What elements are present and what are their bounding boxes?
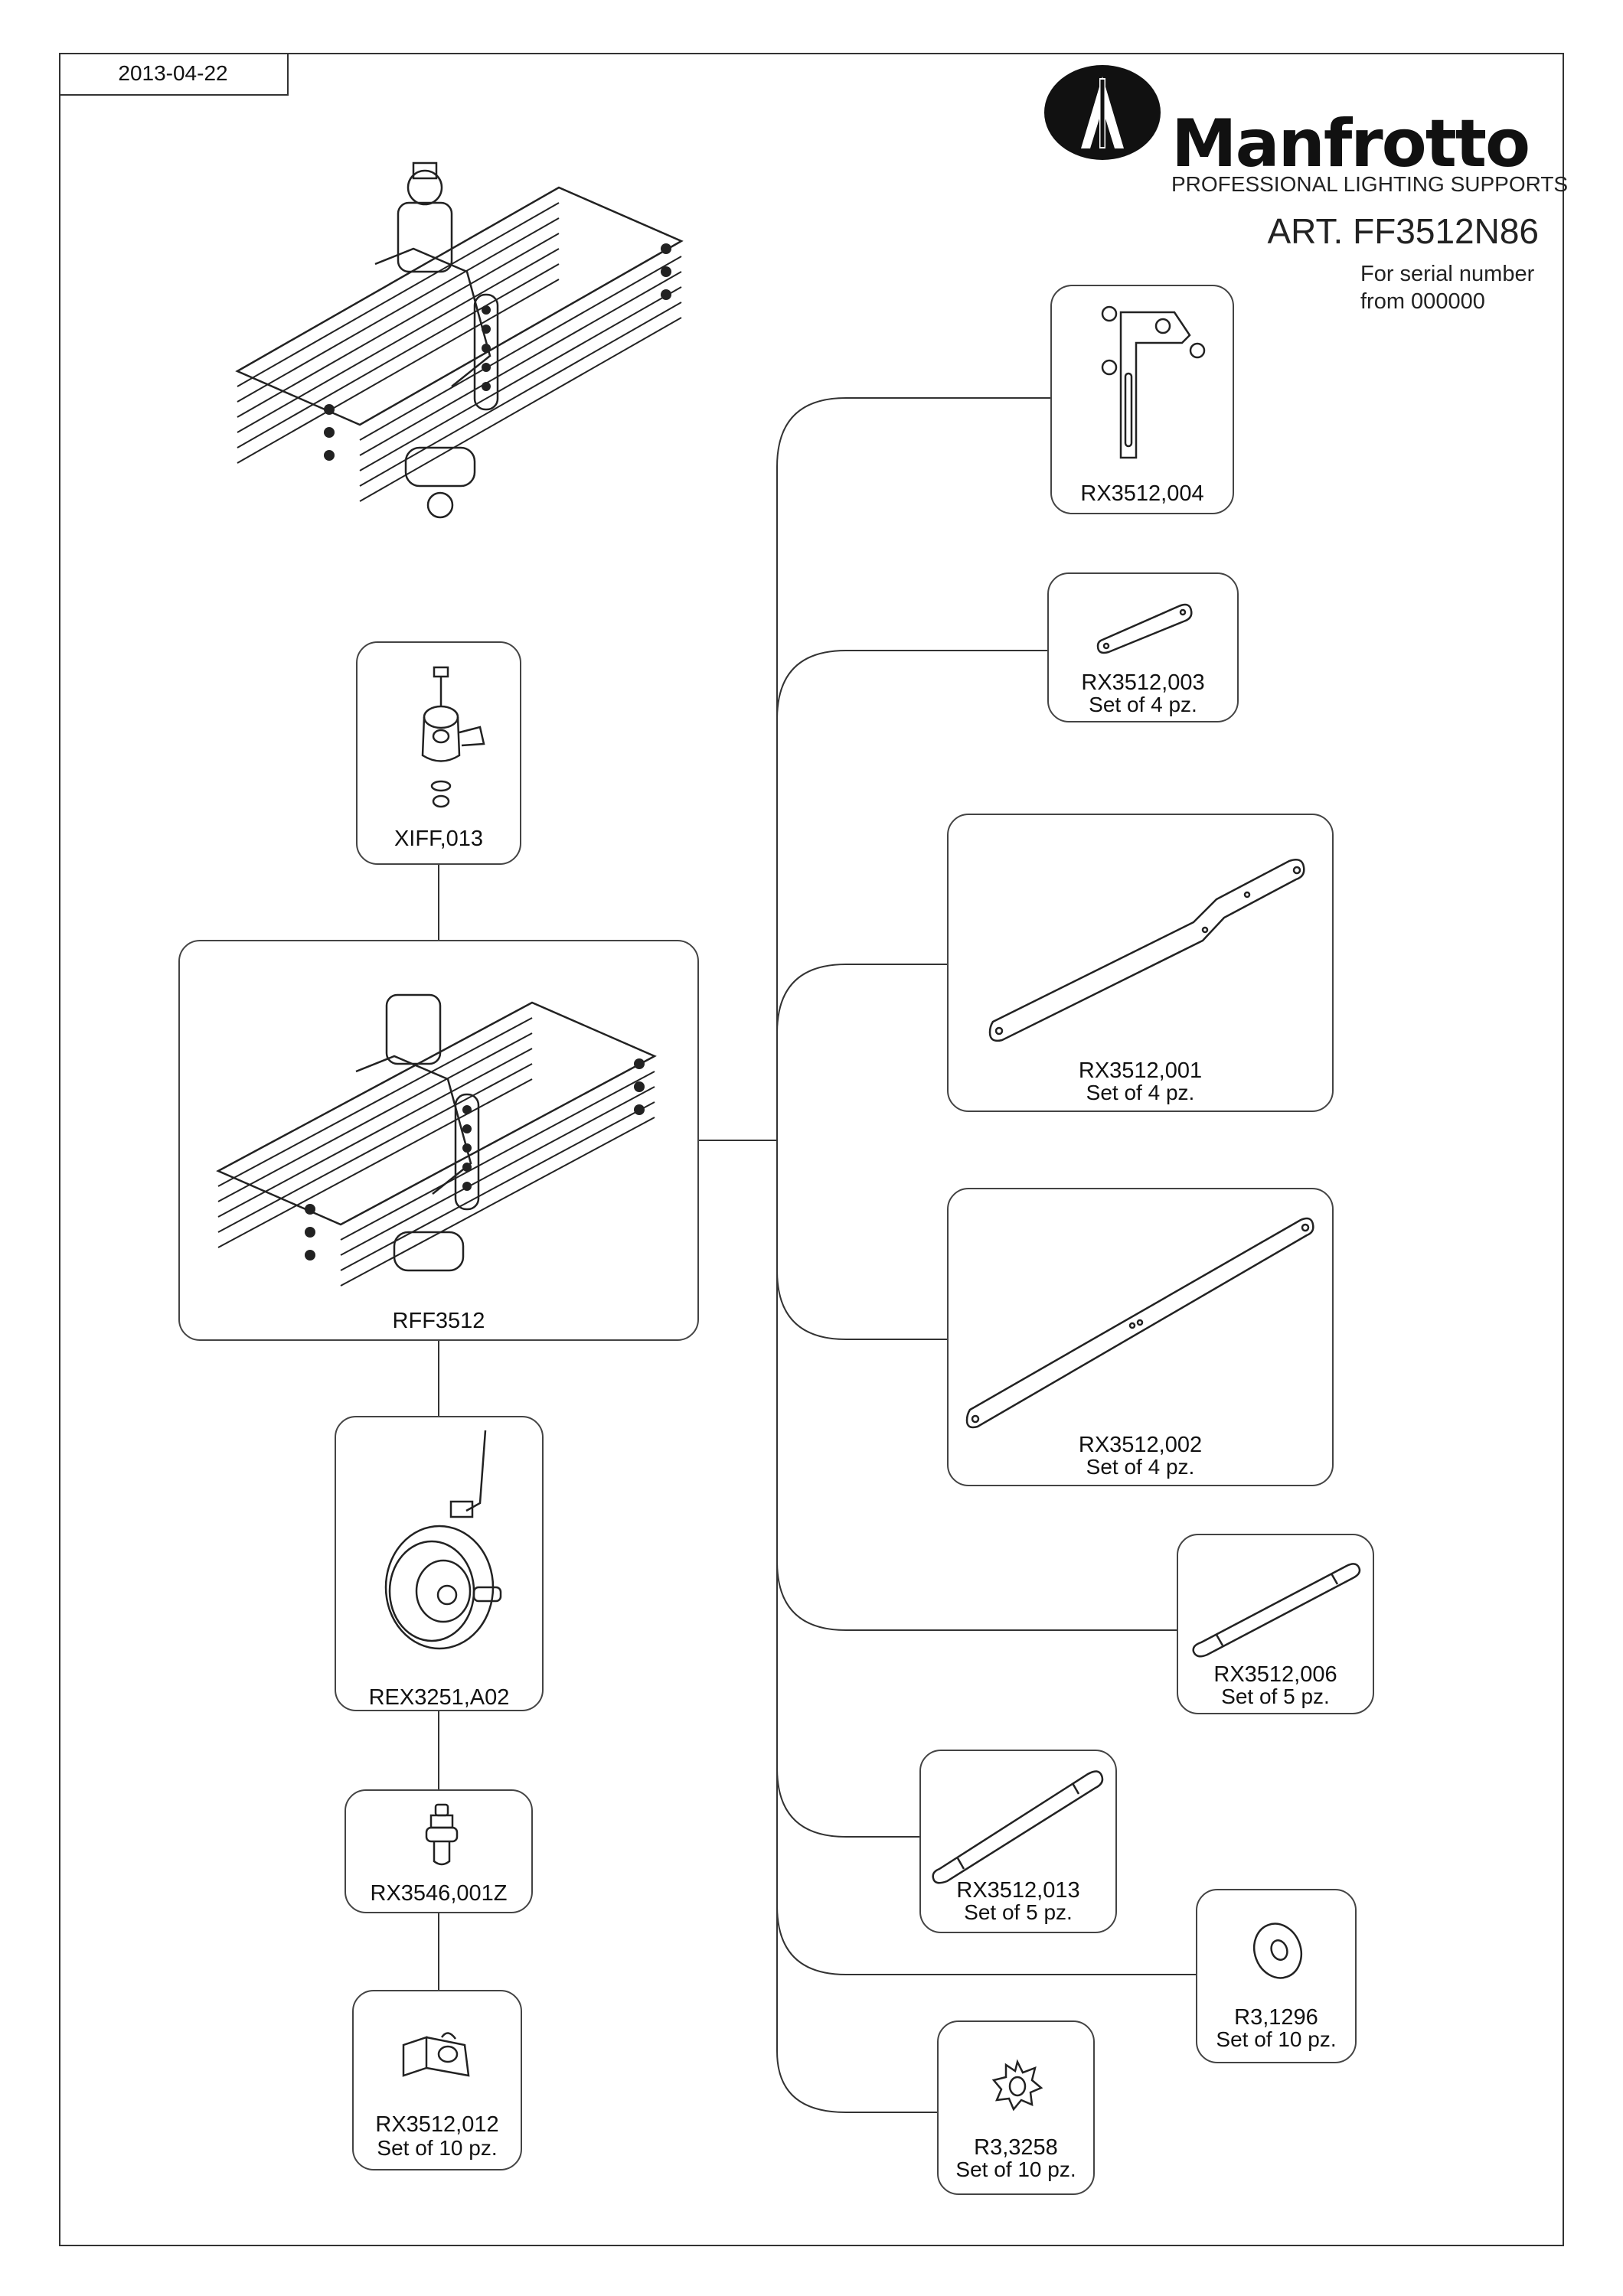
part-label: RX3512,006 [1213, 1662, 1337, 1687]
part-RFF3512[interactable]: RFF3512 [178, 940, 699, 1341]
part-qty: Set of 10 pz. [1216, 2027, 1337, 2051]
part-RX3546-001Z[interactable]: RX3546,001Z [345, 1789, 533, 1913]
part-label: XIFF,013 [394, 827, 484, 851]
part-qty: Set of 4 pz. [1089, 693, 1197, 716]
part-RX3512-003[interactable]: RX3512,003 Set of 4 pz. [1047, 572, 1239, 722]
part-qty: Set of 10 pz. [377, 2136, 498, 2160]
spigot-pin-icon [425, 1803, 459, 1866]
part-label: R3,3258 [974, 2135, 1058, 2160]
serial-line-1: For serial number [1360, 262, 1535, 286]
article-number: ART. FF3512N86 [1267, 211, 1539, 251]
part-label: RX3546,001Z [370, 1881, 508, 1906]
serial-note: For serial number from 000000 [1360, 260, 1534, 315]
part-label: REX3251,A02 [368, 1685, 510, 1710]
part-XIFF-013[interactable]: XIFF,013 [356, 641, 521, 865]
part-label: RX3512,013 [956, 1878, 1080, 1903]
date-stamp: 2013-04-22 [59, 53, 289, 96]
part-REX3251-A02[interactable]: REX3251,A02 [335, 1416, 544, 1711]
part-label: RX3512,003 [1081, 670, 1205, 695]
long-rod-icon [932, 1770, 1104, 1884]
brand-tagline: PROFESSIONAL LIGHTING SUPPORTS [1171, 172, 1569, 196]
part-RX3512-002[interactable]: RX3512,002 Set of 4 pz. [947, 1188, 1334, 1486]
part-R3-3258[interactable]: R3,3258 Set of 10 pz. [937, 2020, 1095, 2195]
long-arm-bar-icon [988, 859, 1305, 1042]
part-label: RX3512,001 [1078, 1058, 1203, 1083]
part-label: R3,1296 [1234, 2005, 1318, 2030]
brand-name: Manfrotto [1171, 106, 1530, 182]
part-label: RX3512,002 [1078, 1433, 1203, 1457]
short-link-bar-icon [1096, 603, 1193, 654]
part-qty: Set of 5 pz. [1221, 1684, 1330, 1708]
part-qty: Set of 5 pz. [964, 1900, 1073, 1924]
part-RX3512-001[interactable]: RX3512,001 Set of 4 pz. [947, 814, 1334, 1112]
manfrotto-logo-icon [1044, 65, 1161, 160]
clamp-head-icon [421, 666, 485, 808]
part-qty: Set of 10 pz. [955, 2157, 1076, 2181]
part-RX3512-004[interactable]: RX3512,004 [1050, 285, 1234, 514]
serial-line-2: from 000000 [1360, 289, 1485, 314]
end-cap-icon [402, 2032, 470, 2077]
bracket-plate-icon [1101, 305, 1206, 459]
short-rod-icon [1192, 1563, 1361, 1658]
part-qty: Set of 4 pz. [1086, 1081, 1195, 1104]
spring-reel-icon [384, 1430, 502, 1650]
assembly-overview-drawing [235, 161, 684, 519]
star-washer-icon [991, 2059, 1043, 2112]
part-RX3512-012[interactable]: RX3512,012 Set of 10 pz. [352, 1990, 522, 2170]
washer-icon [1252, 1923, 1303, 1979]
part-label: RX3512,004 [1080, 481, 1204, 506]
sheet-frame [59, 53, 1564, 2246]
part-qty: Set of 4 pz. [1086, 1455, 1195, 1479]
part-label: RX3512,012 [375, 2112, 499, 2137]
part-label: RFF3512 [392, 1309, 485, 1333]
straight-bar-icon [965, 1217, 1314, 1429]
part-R3-1296[interactable]: R3,1296 Set of 10 pz. [1196, 1889, 1357, 2063]
part-RX3512-006[interactable]: RX3512,006 Set of 5 pz. [1177, 1534, 1374, 1714]
part-RX3512-013[interactable]: RX3512,013 Set of 5 pz. [919, 1750, 1117, 1933]
main-assembly-drawing [216, 993, 657, 1287]
